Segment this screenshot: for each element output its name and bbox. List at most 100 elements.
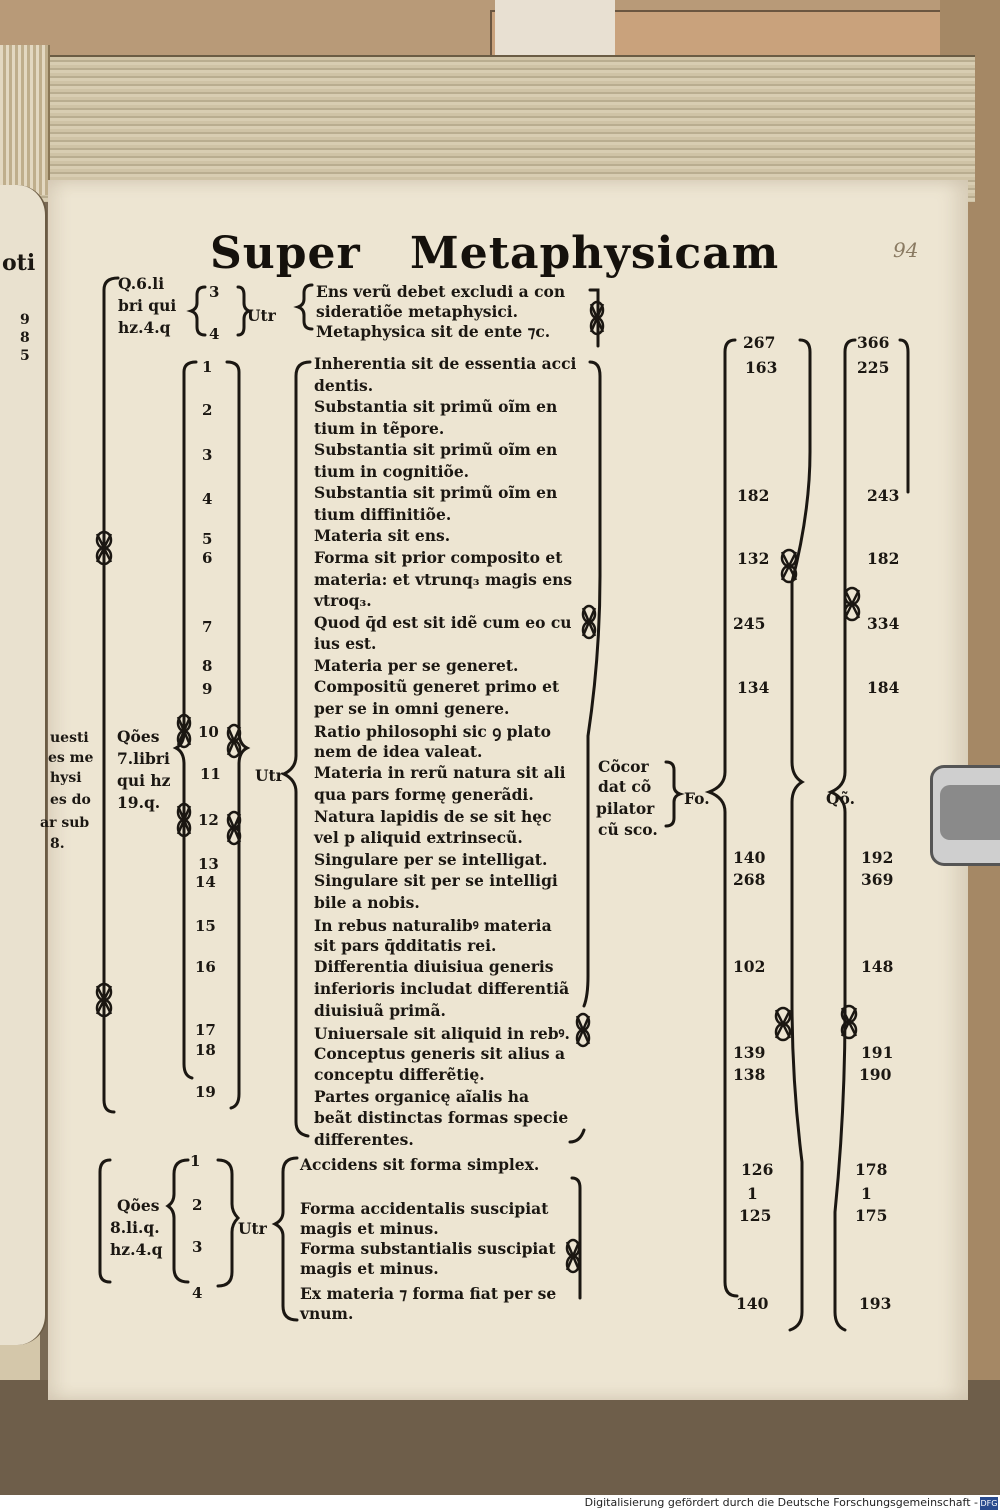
question-reference: 175 bbox=[855, 1206, 888, 1225]
section-b-head: qui hz bbox=[117, 771, 171, 790]
section-b-head: 19.q. bbox=[117, 793, 161, 812]
folio-reference: 140 bbox=[733, 848, 766, 867]
concordance-label: pilator bbox=[596, 799, 655, 818]
question-line: Substantia sit primũ oĩm en bbox=[314, 483, 558, 503]
question-number: 18 bbox=[195, 1041, 216, 1059]
question-number: 1 bbox=[202, 358, 213, 376]
question-reference: 191 bbox=[861, 1043, 894, 1062]
section-b-head: Qões bbox=[117, 727, 160, 746]
question-line: tium in cognitiõe. bbox=[314, 461, 470, 481]
left-cut-text: 5 bbox=[20, 348, 30, 364]
question-number: 14 bbox=[195, 873, 216, 891]
fo-label: Fo. bbox=[684, 789, 710, 808]
question-line: beãt distinctas formas specie bbox=[314, 1108, 569, 1128]
question-reference: 184 bbox=[867, 678, 900, 697]
question-line: magis et minus. bbox=[300, 1219, 439, 1238]
question-reference: 178 bbox=[855, 1160, 888, 1179]
concordance-label: cũ sco. bbox=[598, 820, 658, 839]
book-page bbox=[48, 180, 968, 1400]
question-line: Quod q̄d est sit idẽ cum eo cu bbox=[314, 612, 572, 632]
title-word-super: Super bbox=[210, 228, 361, 279]
question-number: 5 bbox=[202, 530, 213, 548]
question-line: Metaphysica sit de ente ⁊c. bbox=[316, 322, 551, 341]
question-line: Uniuersale sit aliquid in rebꝰ. bbox=[314, 1024, 570, 1044]
utr-label: Utr bbox=[238, 1219, 267, 1238]
section-b-head: 7.libri bbox=[117, 749, 170, 768]
question-line: Forma substantialis suscipiat bbox=[300, 1239, 556, 1258]
left-cut-text: 9 bbox=[20, 312, 30, 328]
question-reference: 193 bbox=[859, 1294, 892, 1313]
question-line: Materia sit ens. bbox=[314, 526, 451, 546]
question-number: 4 bbox=[209, 325, 220, 343]
question-line: Ratio philosophi sic ꝯ plato bbox=[314, 722, 551, 742]
question-number: 3 bbox=[192, 1238, 203, 1256]
folio-reference: 163 bbox=[745, 358, 778, 377]
section-a-head: bri qui bbox=[118, 296, 177, 315]
question-line: dentis. bbox=[314, 375, 374, 395]
question-line: qua pars formę generãdi. bbox=[314, 785, 534, 804]
folio-reference: 245 bbox=[733, 614, 766, 633]
question-number: 3 bbox=[202, 446, 213, 464]
utr-label: Utr bbox=[247, 306, 276, 325]
left-cut-text: uesti bbox=[50, 730, 89, 746]
question-line: inferioris includat differentiã bbox=[314, 978, 570, 998]
question-line: Accidens sit forma simplex. bbox=[300, 1155, 540, 1174]
book-spine bbox=[0, 45, 50, 195]
left-cut-text: ar sub bbox=[40, 815, 90, 831]
question-line: Natura lapidis de se sit hęc bbox=[314, 806, 552, 826]
question-number: 7 bbox=[202, 618, 213, 636]
section-c-head: 8.li.q. bbox=[110, 1218, 160, 1237]
question-line: Materia per se generet. bbox=[314, 655, 519, 675]
question-number: 12 bbox=[198, 811, 219, 829]
paper-slip bbox=[495, 0, 615, 55]
left-cut-text: es do bbox=[50, 792, 91, 808]
question-number: 10 bbox=[198, 723, 219, 741]
folio-number: 94 bbox=[893, 238, 919, 262]
question-number: 4 bbox=[192, 1284, 203, 1302]
folio-reference: 267 bbox=[743, 333, 776, 352]
question-number: 19 bbox=[195, 1083, 216, 1101]
question-line: Ex materia ⁊ forma fiat per se bbox=[300, 1284, 557, 1303]
concordance-label: Cõcor bbox=[598, 757, 649, 776]
footer-credit: Digitalisierung gefördert durch die Deut… bbox=[584, 1496, 978, 1509]
question-number: 1 bbox=[190, 1152, 201, 1170]
folio-reference: 138 bbox=[733, 1065, 766, 1084]
question-line: Ens verũ debet excludi a con bbox=[316, 282, 566, 301]
question-line: Singulare per se intelligat. bbox=[314, 849, 548, 869]
question-line: materia: et vtrunq₃ magis ens bbox=[314, 569, 573, 589]
question-number: 15 bbox=[195, 917, 216, 935]
footer-bar bbox=[0, 1495, 1000, 1512]
question-number: 3 bbox=[209, 283, 220, 301]
question-line: sit pars q̄dditatis rei. bbox=[314, 935, 497, 955]
question-number: 4 bbox=[202, 490, 213, 508]
book-clamp-inner bbox=[940, 785, 1000, 840]
question-reference: 334 bbox=[867, 614, 900, 633]
folio-reference: 1 bbox=[747, 1184, 758, 1203]
folio-reference: 125 bbox=[739, 1206, 772, 1225]
left-cut-text: hysi bbox=[50, 770, 82, 786]
left-cut-text: oti bbox=[2, 250, 36, 276]
question-reference: 192 bbox=[861, 848, 894, 867]
question-number: 6 bbox=[202, 549, 213, 567]
question-line: Materia in rerũ natura sit ali bbox=[314, 763, 566, 783]
question-reference: 1 bbox=[861, 1184, 872, 1203]
question-number: 9 bbox=[202, 680, 213, 698]
question-line: tium in tẽpore. bbox=[314, 418, 445, 438]
question-line: Inherentia sit de essentia acci bbox=[314, 354, 577, 373]
question-line: differentes. bbox=[314, 1129, 414, 1149]
question-line: nem de idea valeat. bbox=[314, 741, 483, 761]
question-line: Conceptus generis sit alius a bbox=[314, 1043, 566, 1063]
question-reference: 243 bbox=[867, 486, 900, 505]
left-facing-page bbox=[0, 185, 47, 1345]
question-number: 2 bbox=[192, 1196, 203, 1214]
section-a-head: hz.4.q bbox=[118, 318, 171, 337]
question-line: Forma sit prior composito et bbox=[314, 547, 563, 567]
question-line: Compositũ generet primo et bbox=[314, 677, 560, 697]
question-line: Singulare sit per se intelligi bbox=[314, 871, 558, 891]
question-line: diuisiuã primã. bbox=[314, 1000, 446, 1020]
title-word-metaphysicam: Metaphysicam bbox=[410, 228, 780, 279]
section-a-head: Q.6.li bbox=[118, 274, 165, 293]
folio-reference: 134 bbox=[737, 678, 770, 697]
page-edges bbox=[30, 55, 975, 202]
